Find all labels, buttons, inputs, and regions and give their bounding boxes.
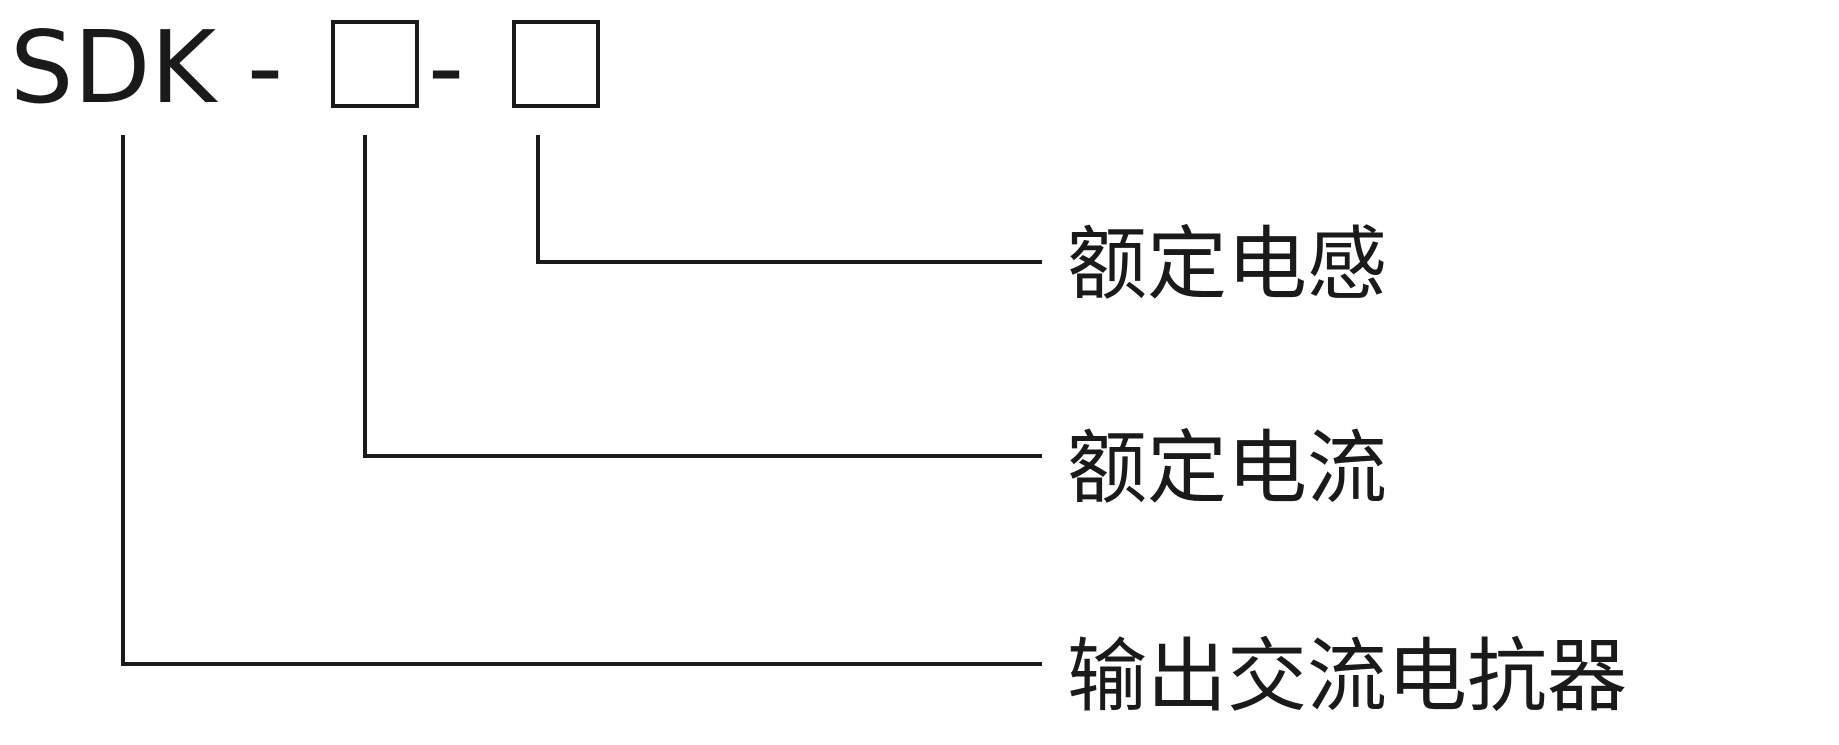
model-dash-1: - <box>247 9 283 126</box>
connector-line-product-type <box>121 135 1042 666</box>
model-dash-2: - <box>428 9 464 126</box>
connector-line-current <box>363 135 1042 458</box>
label-rated-current: 额定电流 <box>1067 422 1387 515</box>
connector-line-inductance <box>536 135 1042 264</box>
label-product-type: 输出交流电抗器 <box>1067 630 1627 723</box>
placeholder-box-current <box>331 20 419 108</box>
label-rated-inductance: 额定电感 <box>1067 218 1387 311</box>
placeholder-box-inductance <box>512 20 600 108</box>
model-prefix: SDK <box>10 9 218 126</box>
